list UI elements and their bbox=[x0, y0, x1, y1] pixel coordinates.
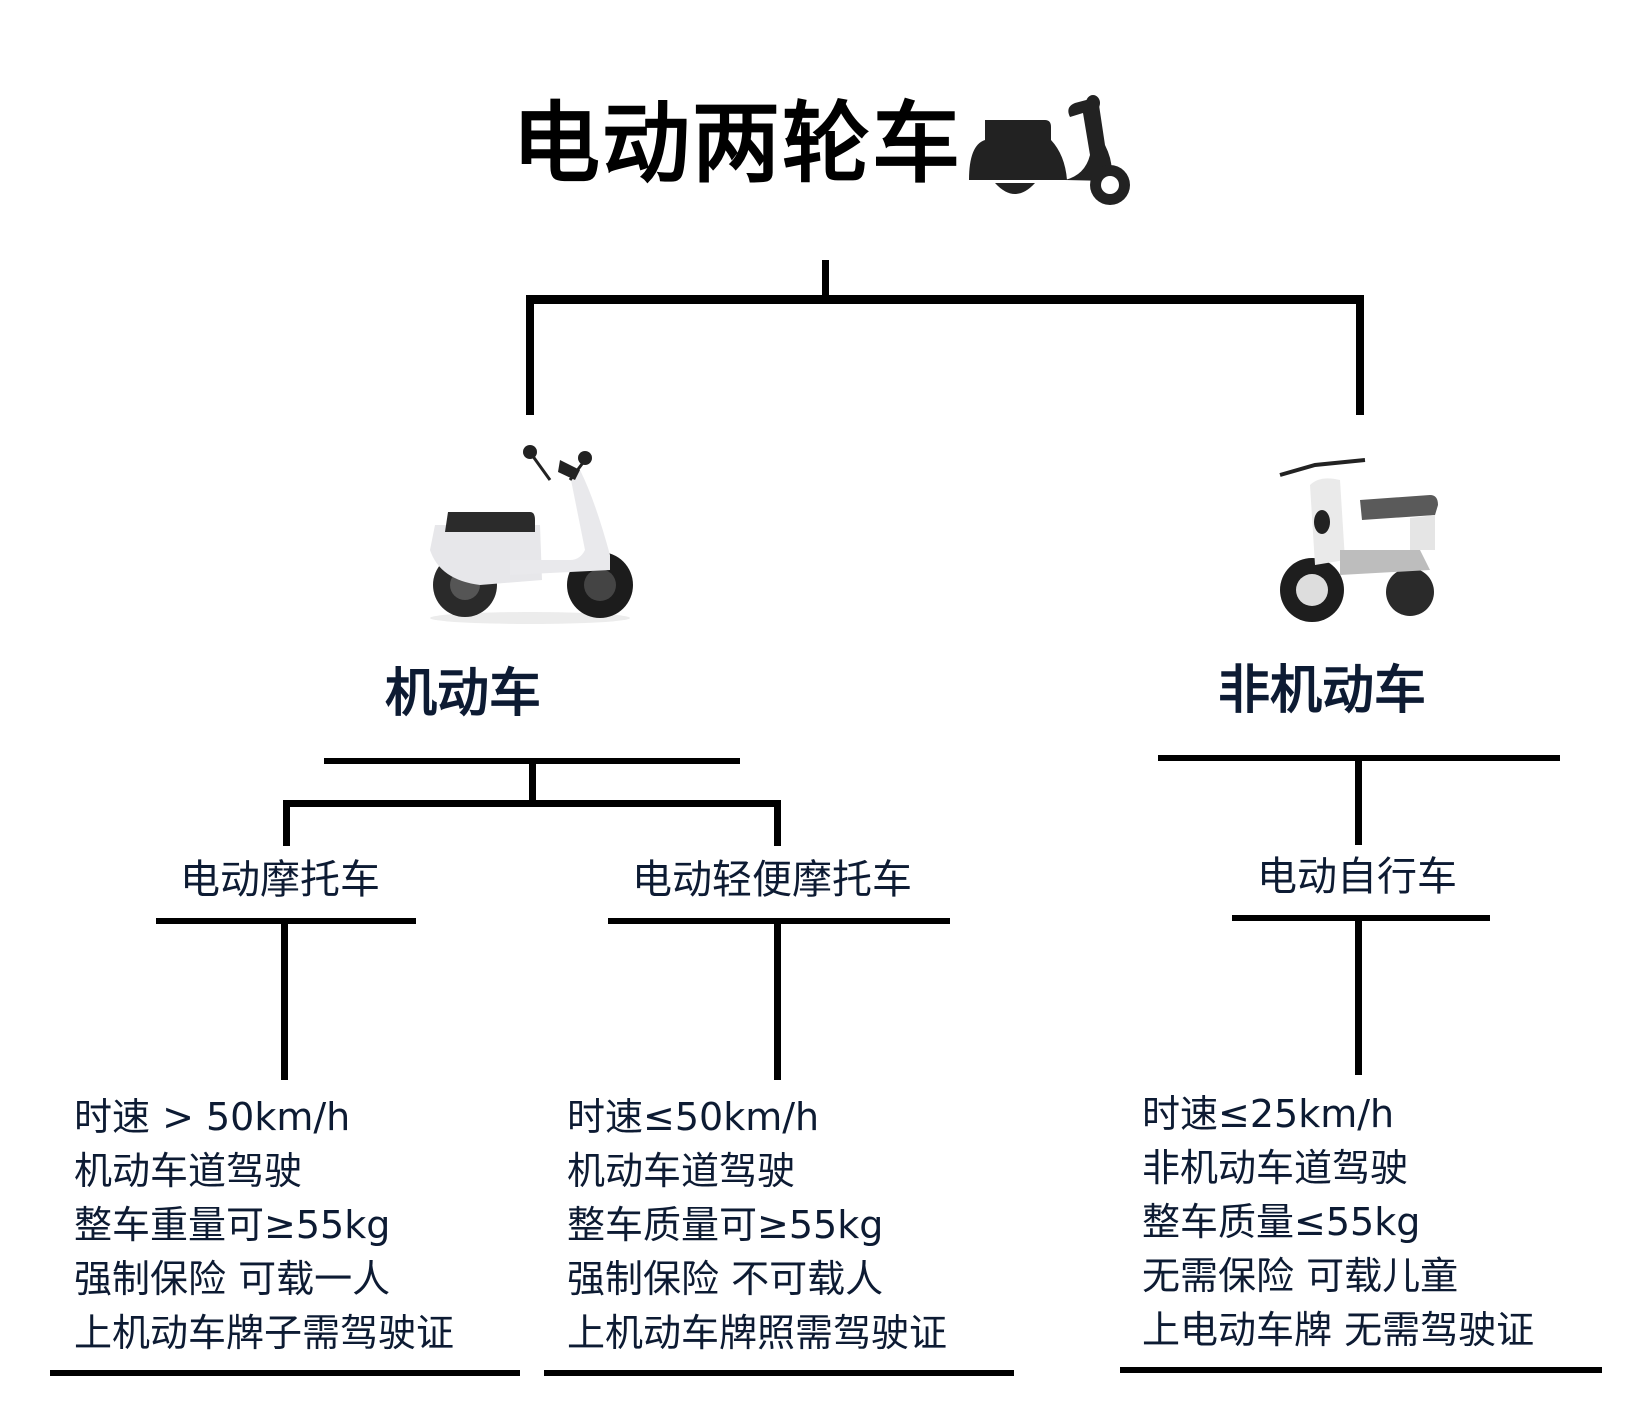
spec-item: 整车质量≤55kg bbox=[1142, 1200, 1421, 1244]
spec-item: 机动车道驾驶 bbox=[567, 1149, 796, 1193]
connector-line bbox=[526, 295, 534, 415]
connector-line bbox=[1356, 295, 1364, 415]
subtype-label-electric-bicycle: 电动自行车 bbox=[1257, 854, 1457, 900]
spec-item: 无需保险 可载儿童 bbox=[1142, 1254, 1459, 1298]
spec-item: 整车重量可≥55kg bbox=[74, 1203, 391, 1247]
connector-line bbox=[281, 920, 288, 1080]
connector-line bbox=[544, 1370, 1014, 1376]
white-electric-bicycle-photo bbox=[1279, 458, 1438, 622]
spec-list-electric-motorcycle: 时速 > 50km/h 机动车道驾驶 整车重量可≥55kg 强制保险 可载一人 … bbox=[74, 1090, 454, 1360]
connector-line bbox=[283, 800, 781, 807]
category-label-motor-vehicle: 机动车 bbox=[385, 664, 542, 724]
connector-line bbox=[1355, 918, 1362, 1075]
spec-item: 整车质量可≥55kg bbox=[567, 1203, 884, 1247]
connector-line bbox=[529, 760, 536, 804]
connector-line bbox=[526, 295, 1364, 304]
spec-list-electric-bicycle: 时速≤25km/h 非机动车道驾驶 整车质量≤55kg 无需保险 可载儿童 上电… bbox=[1142, 1087, 1534, 1357]
connector-line bbox=[1120, 1367, 1602, 1373]
spec-item: 非机动车道驾驶 bbox=[1142, 1146, 1409, 1190]
spec-item: 上机动车牌子需驾驶证 bbox=[74, 1311, 455, 1355]
subtype-label-electric-moped: 电动轻便摩托车 bbox=[632, 857, 912, 903]
scooter-silhouette-icon bbox=[969, 95, 1130, 205]
spec-item: 时速≤50km/h bbox=[567, 1095, 820, 1139]
spec-item: 上电动车牌 无需驾驶证 bbox=[1142, 1308, 1535, 1352]
white-electric-scooter-photo bbox=[430, 445, 633, 624]
connector-line bbox=[774, 800, 781, 846]
spec-item: 强制保险 不可载人 bbox=[567, 1257, 884, 1301]
connector-line bbox=[283, 800, 290, 846]
spec-item: 时速 > 50km/h bbox=[74, 1095, 351, 1139]
page-title: 电动两轮车 bbox=[512, 92, 963, 195]
category-label-non-motor-vehicle: 非机动车 bbox=[1218, 661, 1427, 721]
spec-item: 强制保险 可载一人 bbox=[74, 1257, 391, 1301]
connector-line bbox=[822, 260, 829, 302]
connector-line bbox=[1355, 757, 1362, 845]
spec-item: 时速≤25km/h bbox=[1142, 1092, 1395, 1136]
spec-item: 上机动车牌照需驾驶证 bbox=[567, 1311, 948, 1355]
spec-item: 机动车道驾驶 bbox=[74, 1149, 303, 1193]
connector-line bbox=[50, 1370, 520, 1376]
subtype-label-electric-motorcycle: 电动摩托车 bbox=[180, 857, 380, 903]
connector-line bbox=[774, 920, 781, 1080]
spec-list-electric-moped: 时速≤50km/h 机动车道驾驶 整车质量可≥55kg 强制保险 不可载人 上机… bbox=[567, 1090, 947, 1360]
